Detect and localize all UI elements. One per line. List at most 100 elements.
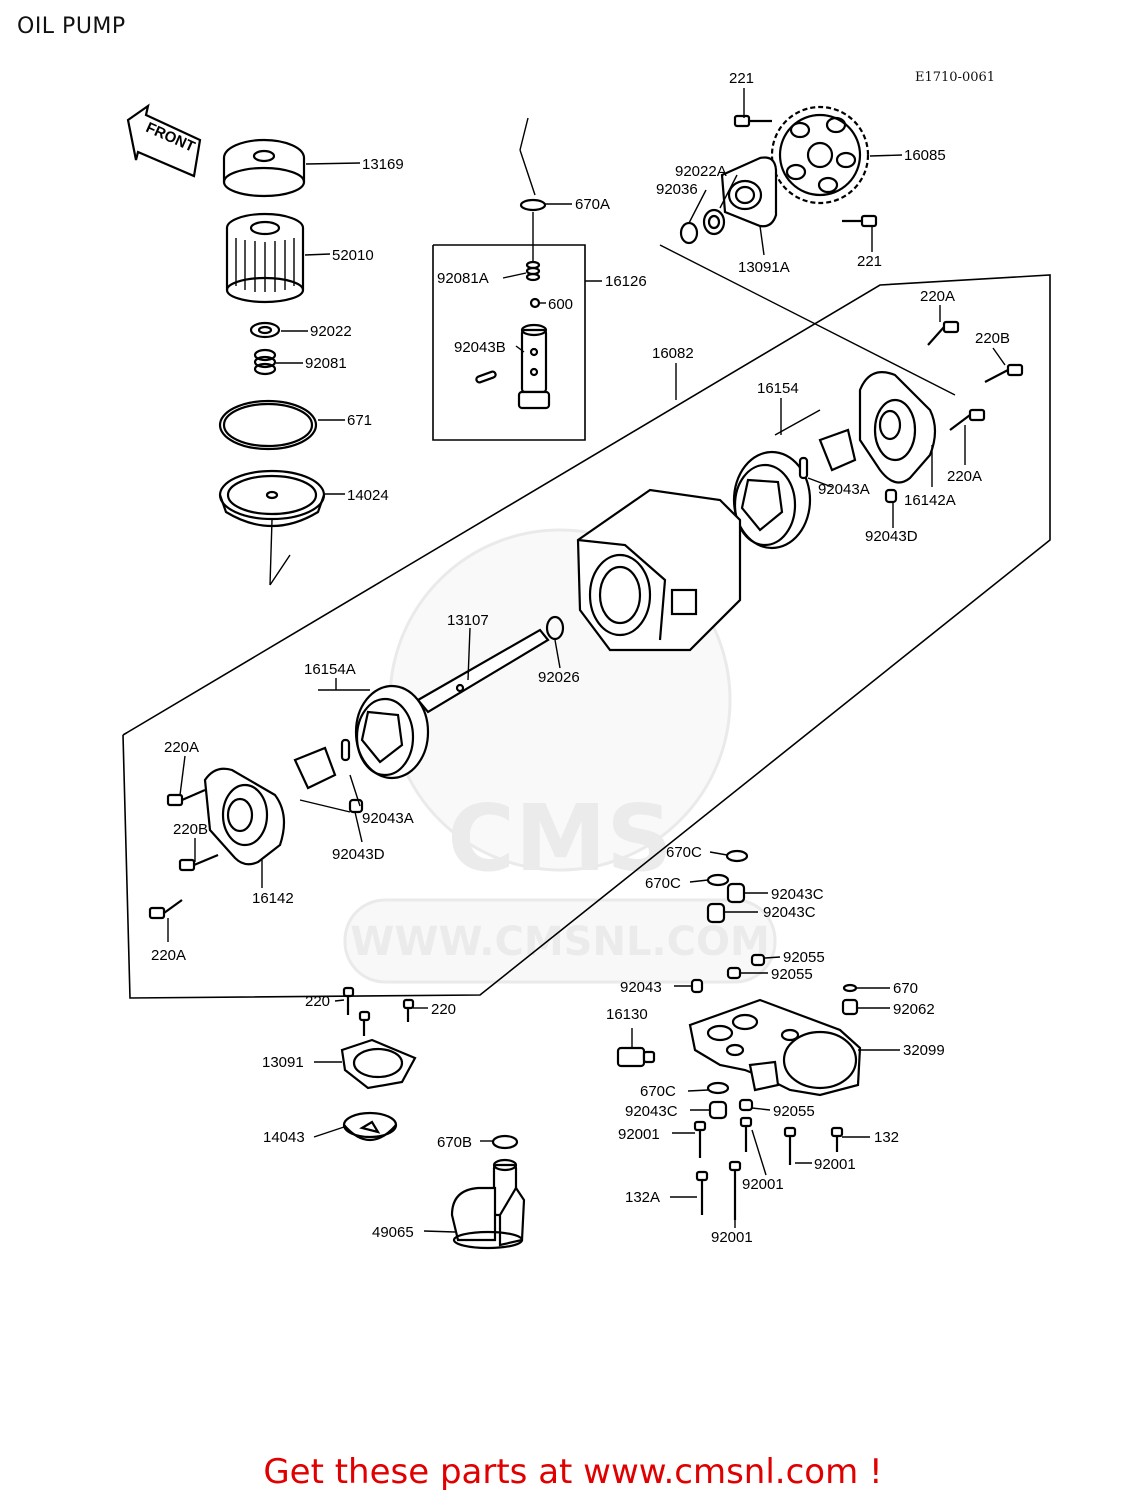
callout-label: 92043D (332, 846, 385, 863)
relief-valve-body (517, 323, 551, 410)
callout-label: 92055 (783, 949, 825, 966)
dowel-92043D-left (348, 798, 364, 814)
dowel-92043C-b (706, 902, 726, 924)
callout-label: 92081 (305, 355, 347, 372)
dowel-92043D-right (884, 488, 898, 504)
pump-shaft-13107 (416, 628, 550, 714)
plug-92055-a (750, 953, 766, 967)
callout-label: 220A (151, 947, 186, 964)
screen-holder-13091 (340, 1038, 417, 1090)
callout-label: 92036 (656, 181, 698, 198)
washer-670C-top (725, 849, 749, 863)
inner-rotor-16154 (818, 428, 857, 472)
filter-cover-14024 (218, 469, 326, 527)
callout-label: 220A (920, 288, 955, 305)
bolt-132 (830, 1126, 844, 1152)
callout-label: 220 (431, 1001, 456, 1018)
callout-label: 13169 (362, 156, 404, 173)
callout-label: 13091 (262, 1054, 304, 1071)
oil-screen-14043 (342, 1111, 398, 1141)
bolt-220-a (342, 986, 355, 1015)
callout-label: 221 (729, 70, 754, 87)
bolt-92001-long (728, 1160, 742, 1220)
callout-label: 92043C (771, 886, 824, 903)
callout-label: 16130 (606, 1006, 648, 1023)
callout-label: 92001 (814, 1156, 856, 1173)
plug-92055-bottom (738, 1098, 754, 1112)
callout-label: 220A (164, 739, 199, 756)
callout-label: 92001 (711, 1229, 753, 1246)
washer-670C-bottom (706, 1081, 730, 1095)
callout-label: 92022 (310, 323, 352, 340)
pump-assembly-frame (122, 274, 1051, 999)
relief-valve-box (432, 244, 586, 441)
pump-cover-16142A (858, 371, 937, 484)
o-ring-671 (218, 399, 318, 451)
callout-label: 92043A (362, 810, 414, 827)
fitting-16130 (616, 1046, 656, 1068)
oil-filter-cap-13169 (222, 138, 306, 198)
callout-label: 92062 (893, 1001, 935, 1018)
callout-label: 132A (625, 1189, 660, 1206)
dowel-92043C-bottom (708, 1100, 728, 1120)
inner-rotor-16154A (293, 746, 337, 790)
callout-label: 92043C (625, 1103, 678, 1120)
callout-label: 221 (857, 253, 882, 270)
callout-label: 32099 (903, 1042, 945, 1059)
pump-body-16082 (576, 488, 742, 652)
callout-label: 16154 (757, 380, 799, 397)
page-title: OIL PUMP (17, 14, 126, 39)
callout-label: 92043 (620, 979, 662, 996)
washer-92022 (249, 321, 281, 339)
washer-670 (842, 983, 858, 993)
bolt-92001-c (783, 1126, 797, 1165)
callout-label: 92043C (763, 904, 816, 921)
callout-label: 16154A (304, 661, 356, 678)
callout-label: 92022A (675, 163, 727, 180)
spring-92081A (525, 260, 541, 282)
bolt-220A-left-top (166, 788, 206, 807)
callout-label: 92081A (437, 270, 489, 287)
bolt-220-b (402, 998, 415, 1022)
callout-label: 16142A (904, 492, 956, 509)
bolt-92001-a (693, 1120, 707, 1158)
bolt-221-top (733, 114, 772, 128)
spring-92081 (253, 348, 277, 376)
callout-label: 670 (893, 980, 918, 997)
callout-label: 92055 (773, 1103, 815, 1120)
outer-rotor-16154 (732, 450, 812, 550)
washer-670A (519, 198, 547, 212)
callout-label: 220A (947, 468, 982, 485)
oil-pump-gear-16085 (770, 105, 870, 205)
oil-pipe-49065 (450, 1158, 526, 1250)
callout-label: 16085 (904, 147, 946, 164)
bolt-221-right (842, 214, 878, 228)
callout-label: 220B (975, 330, 1010, 347)
callout-label: 92001 (742, 1176, 784, 1193)
bolt-132A (695, 1170, 709, 1215)
callout-labels: 221 16085 92022A 92036 13091A 221 670A 9… (151, 70, 1010, 1246)
callout-label: 52010 (332, 247, 374, 264)
callout-label: 600 (548, 296, 573, 313)
callout-label: 671 (347, 412, 372, 429)
bolt-220B-right (984, 363, 1024, 383)
front-direction-arrow: FRONT (126, 103, 202, 178)
pin-92043-bottom (690, 978, 704, 994)
watermark-logo-text: CMS (447, 785, 672, 892)
exploded-parts-diagram: CMS WWW.CMSNL.COM FRONT (122, 70, 1051, 1250)
bolt-92001-b (739, 1116, 753, 1152)
callout-label: 220 (305, 993, 330, 1010)
washer-92022A (702, 208, 726, 236)
callout-label: 49065 (372, 1224, 414, 1241)
callout-label: 14043 (263, 1129, 305, 1146)
callout-label: 670C (645, 875, 681, 892)
callout-label: 92043B (454, 339, 506, 356)
pin-92043A-right (798, 456, 809, 480)
callout-label: 670C (640, 1083, 676, 1100)
footer-banner: Get these parts at www.cmsnl.com ! (263, 1452, 883, 1492)
callout-label: 670A (575, 196, 610, 213)
callout-label: 13107 (447, 612, 489, 629)
leader-lines (167, 88, 1006, 1233)
outer-rotor-16154A (354, 684, 430, 780)
callout-label: 220B (173, 821, 208, 838)
